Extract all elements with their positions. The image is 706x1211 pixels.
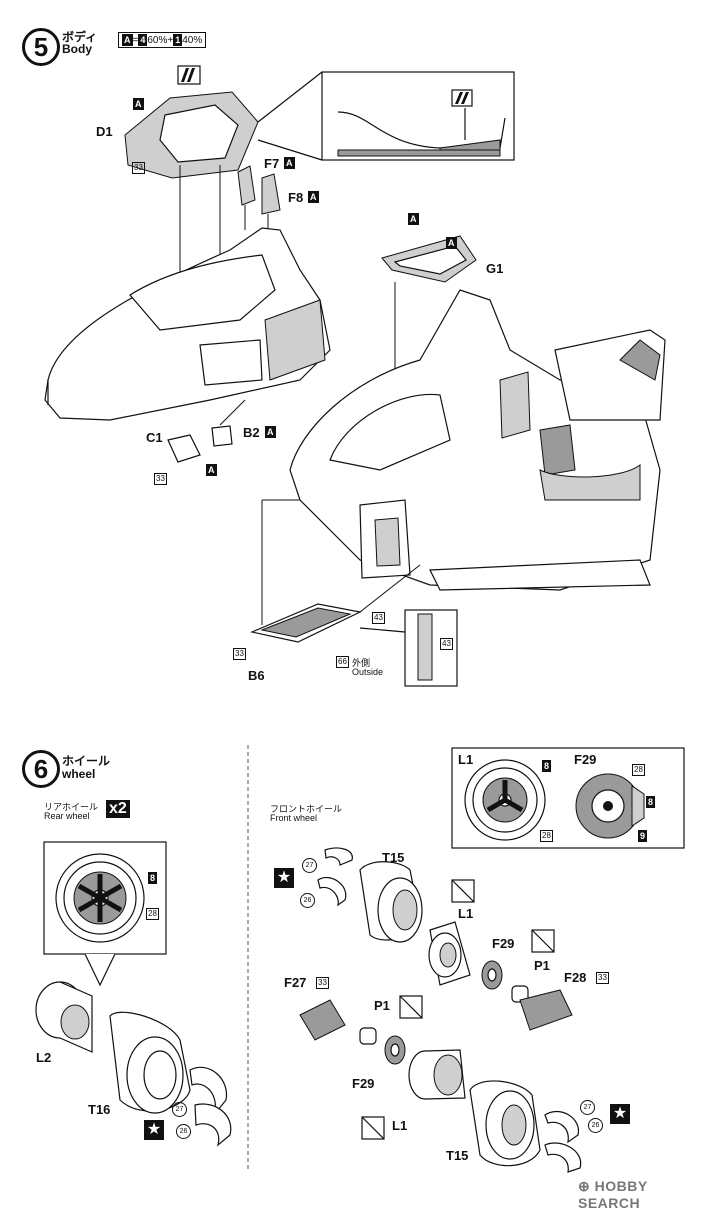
ref-f29-color-28: 28 [632,764,645,776]
decal-icon [177,65,201,85]
part-f29-bottom: F29 [352,1076,375,1091]
part-p1-bottom: P1 [374,998,390,1013]
d1-color-a: A [133,98,144,110]
front-color-27-top: 27 [302,858,317,873]
outside-label-en: Outside [352,667,384,677]
part-f7: F7 [264,156,280,171]
ref-f29-color-9: 9 [638,830,648,842]
f7-color-a: A [284,157,295,169]
g1-color-a-2: A [446,237,457,249]
step-6-title-jp: ホイール [62,754,111,768]
part-p1-top: P1 [534,958,550,973]
star-icon: ★ [274,868,294,888]
f8-color-a: A [308,191,319,203]
front-wheel-label-en: Front wheel [270,813,318,823]
front-color-27-bottom: 27 [580,1100,595,1115]
rear-wheel-face [55,853,145,943]
part-g1: G1 [486,261,504,276]
part-l1-bottom: L1 [392,1118,408,1133]
ref-l1-color-8: 8 [542,760,552,772]
f28-color-33: 33 [596,972,609,984]
g1-color-a-1: A [408,213,419,225]
part-t15-bottom: T15 [446,1148,469,1163]
step-5-title-jp: ボディ [62,30,98,44]
step-6-number: 6 [22,750,60,788]
watermark: ⊕ HOBBY SEARCH [578,1178,706,1211]
b6-color-66: 66 [336,656,349,668]
star-icon: ★ [610,1104,630,1124]
color-1-code: 1 [173,34,183,46]
quantity-x2: x2 [106,800,130,818]
c1-color-a: A [206,464,217,476]
front-color-26-top: 26 [300,893,315,908]
step-5-title-en: Body [62,42,92,56]
b2-color-a: A [265,426,276,438]
ratio-2: 40% [182,35,203,46]
part-b2: B2 [243,425,260,440]
color-a-code: A [122,34,133,46]
star-icon: ★ [144,1120,164,1140]
d1-color-33: 33 [132,162,145,174]
part-f28: F28 [564,970,587,985]
part-f29-ref: F29 [574,752,597,767]
brake-disc-face [575,773,645,839]
part-l1-top: L1 [458,906,474,921]
rear-color-8: 8 [148,872,158,884]
rear-color-26: 26 [176,1124,191,1139]
front-color-26-bottom: 26 [588,1118,603,1133]
f27-color-33: 33 [316,977,329,989]
b6-color-43: 43 [372,612,385,624]
part-f29-top: F29 [492,936,515,951]
c1-color-33: 33 [154,473,167,485]
equals: = [132,35,139,46]
step-6-illustration [35,745,685,1173]
rear-wheel-label-en: Rear wheel [44,811,90,821]
front-wheel-label-jp: フロントホイール [270,804,343,814]
step-5-illustration [44,65,666,687]
part-f27: F27 [284,975,307,990]
part-d1: D1 [96,124,113,139]
part-t16: T16 [88,1102,111,1117]
part-t15-top: T15 [382,850,405,865]
no-glue-icon [361,879,555,1140]
rear-color-27: 27 [172,1102,187,1117]
part-c1: C1 [146,430,163,445]
rear-wheel-label-jp: リアホイール [44,802,99,812]
part-l2: L2 [36,1050,52,1065]
ratio-1: 60% [147,35,168,46]
step-5-number: 5 [22,28,60,66]
front-wheel-face [464,759,546,841]
b6-color-33: 33 [233,648,246,660]
ref-f29-color-8: 8 [646,796,656,808]
part-b6: B6 [248,668,265,683]
plus: + [167,35,174,46]
watermark-logo-icon: ⊕ [578,1178,595,1194]
step-6-title-en: wheel [62,767,96,781]
color-4-code: 4 [138,34,148,46]
outside-label-jp: 外側 [352,658,371,668]
part-l1-ref: L1 [458,752,474,767]
part-f8: F8 [288,190,304,205]
ref-l1-color-28: 28 [540,830,553,842]
inset-color-43: 43 [440,638,453,650]
rear-color-28: 28 [146,908,159,920]
